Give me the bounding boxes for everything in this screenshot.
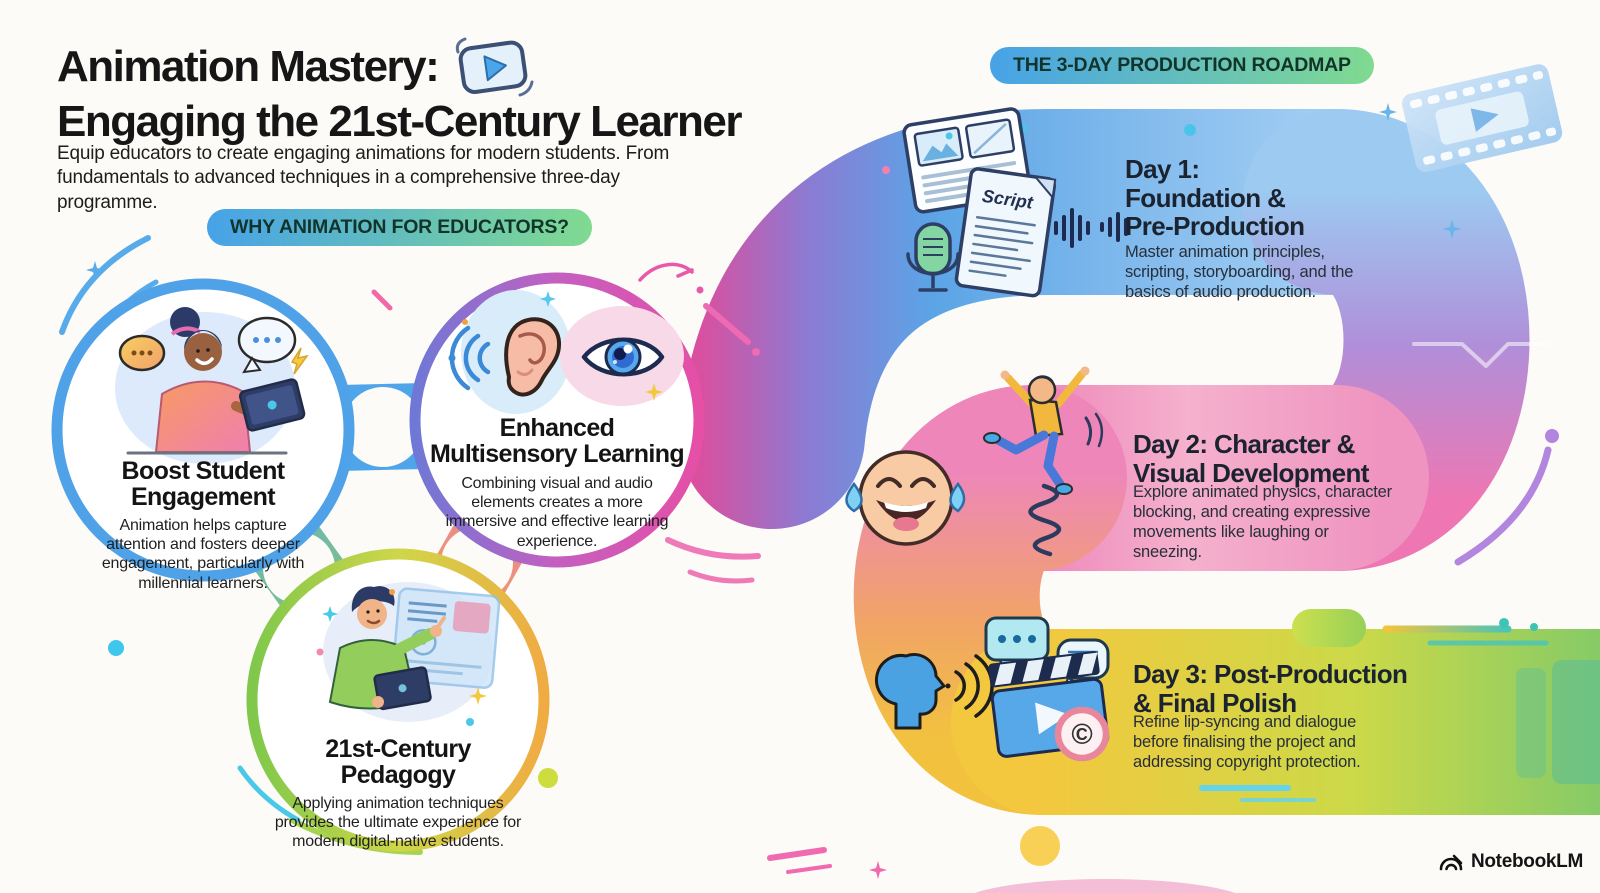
title-line2: Engaging the 21st-Century Learner <box>57 97 742 146</box>
spring-character-icon <box>983 366 1104 557</box>
band-frame-decoration <box>1552 660 1600 784</box>
dash-decoration <box>767 847 827 861</box>
dot-decoration <box>696 286 704 294</box>
day1-icons: Script <box>902 107 1128 298</box>
tablet-icon <box>238 378 306 432</box>
blob-decoration <box>974 879 1236 893</box>
ear-and-eye-illustration <box>448 290 684 414</box>
day2-icons <box>845 366 1104 557</box>
band-frame-decoration <box>1516 668 1546 778</box>
sparkle-icon <box>86 261 104 279</box>
dash-decoration <box>786 864 832 874</box>
day2-description: Explore animated physics, character bloc… <box>1133 483 1392 562</box>
tear-icon <box>949 481 966 513</box>
dot-decoration <box>538 768 558 788</box>
notebooklm-branding: NotebookLM <box>1438 851 1583 873</box>
dot-decoration <box>882 166 890 174</box>
tablet-icon <box>373 666 432 711</box>
filmstrip-icon <box>1401 64 1563 172</box>
day2-title: Day 2: Character & Visual Development <box>1133 429 1369 488</box>
sparkle-icon <box>1379 103 1397 121</box>
circle1-description: Animation helps capture attention and fo… <box>101 517 305 592</box>
tear-icon <box>845 481 863 513</box>
speedline-decoration <box>59 235 151 335</box>
doodle-decoration <box>638 262 694 282</box>
day3-title: Day 3: Post-Production & Final Polish <box>1133 659 1408 718</box>
subtitle: Equip educators to create engaging anima… <box>57 143 670 213</box>
student-with-tablet-illustration <box>115 307 309 464</box>
dot-decoration <box>1184 124 1196 136</box>
copyright-symbol: © <box>1071 719 1092 751</box>
connector-pinch <box>343 387 423 467</box>
sparkle-icon <box>645 383 663 401</box>
brand-label: NotebookLM <box>1470 851 1583 872</box>
day1-description: Master animation principles, scripting, … <box>1125 243 1354 302</box>
day1-title: Day 1: Foundation & Pre-Production <box>1125 154 1305 242</box>
circle3-description: Applying animation techniques provides t… <box>274 795 522 851</box>
dot-decoration <box>1499 618 1509 628</box>
sparkle-icon <box>869 861 887 879</box>
teacher-with-screen-illustration <box>316 582 501 726</box>
circle1-title: Boost Student Engagement <box>121 457 285 512</box>
day3-description: Refine lip-syncing and dialogue before f… <box>1133 713 1361 772</box>
script-icon: Script <box>954 167 1057 298</box>
roadmap-section-badge: THE 3-DAY PRODUCTION ROADMAP <box>990 47 1374 84</box>
page-title: Animation Mastery: Engaging the 21st-Cen… <box>57 36 742 146</box>
pill-decoration <box>1292 609 1366 647</box>
band-highlight-zigzag <box>1412 342 1550 368</box>
dot-decoration <box>1530 623 1538 631</box>
swoosh-decoration <box>1454 446 1552 566</box>
dot-decoration <box>108 640 124 656</box>
speedline-decoration <box>665 537 761 560</box>
sparkle-icon <box>540 291 556 307</box>
floating-screen-icon <box>391 587 501 689</box>
circle2-description: Combining visual and audio elements crea… <box>445 475 669 550</box>
speech-bubbles-icon <box>984 616 1050 676</box>
title-line1: Animation Mastery: <box>57 42 440 92</box>
play-button-icon <box>456 37 534 97</box>
sparkle-icon <box>322 606 338 622</box>
dash-decoration <box>371 289 393 311</box>
play-icon <box>1035 702 1069 735</box>
circle2-title: Enhanced Multisensory Learning <box>429 414 685 469</box>
notebooklm-logo-icon <box>1439 854 1463 871</box>
benefit-circles-cluster <box>51 272 705 852</box>
why-section-badge: WHY ANIMATION FOR EDUCATORS? <box>207 209 592 246</box>
dot-decoration <box>1545 429 1559 443</box>
copyright-icon: © <box>1054 706 1110 762</box>
spring-coil-icon <box>1028 483 1062 557</box>
dash-decoration <box>703 303 751 345</box>
waveform-icon <box>1054 208 1128 248</box>
day3-icons: © <box>875 616 1110 762</box>
speedline-decoration <box>687 569 755 584</box>
sparkle-icon <box>1442 219 1462 239</box>
laughing-emoji-icon <box>845 450 966 546</box>
blob-decoration <box>1020 826 1060 866</box>
dot-decoration <box>752 348 760 356</box>
microphone-icon <box>906 222 960 292</box>
speedline-decoration <box>237 765 301 823</box>
lightning-icon <box>290 347 309 375</box>
circle3-title: 21st-Century Pedagogy <box>325 735 471 790</box>
sparkle-icon <box>469 687 487 705</box>
ear-icon <box>504 317 562 397</box>
